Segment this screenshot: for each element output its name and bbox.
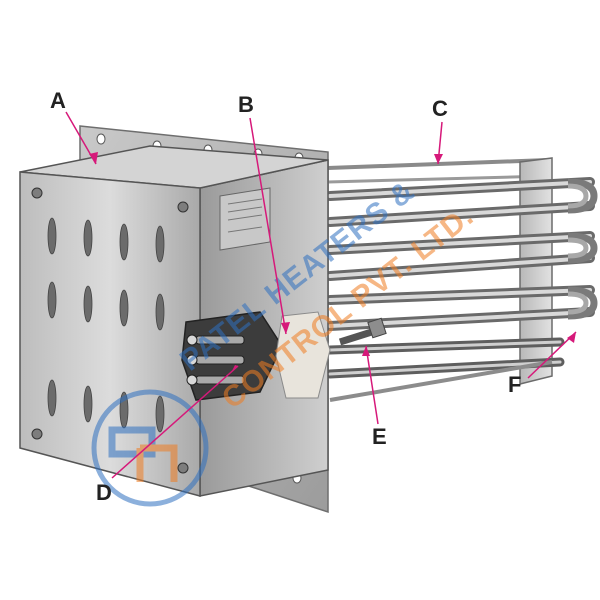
callout-leaders [65, 111, 577, 479]
louvre-slot [83, 285, 93, 323]
callout-letter-b: B [238, 92, 254, 117]
louvre-slot [47, 379, 57, 417]
callout-letter-e: E [372, 424, 387, 449]
leader-d [111, 365, 239, 479]
leader-b [249, 117, 287, 335]
callout-letter-f: F [508, 372, 521, 397]
louvre-slot [47, 281, 57, 319]
louvre-slot [83, 385, 93, 423]
leader-f [527, 331, 577, 379]
callout-letter-a: A [50, 88, 66, 113]
terminal-cutaway [181, 311, 331, 401]
callout-letters: A B C D E F [50, 88, 521, 505]
leader-e [365, 345, 379, 425]
callout-letter-d: D [96, 480, 112, 505]
louvre-slot [119, 223, 129, 261]
louvre-slot [83, 219, 93, 257]
louvre-slot [119, 289, 129, 327]
terminal-box [19, 145, 329, 497]
callout-letter-c: C [432, 96, 448, 121]
louvre-slot [155, 395, 165, 433]
watermark-logo [91, 389, 209, 507]
louvre-slot [47, 217, 57, 255]
louvre-slot [155, 225, 165, 263]
louvre-slot [155, 293, 165, 331]
element-bundle [325, 157, 598, 402]
